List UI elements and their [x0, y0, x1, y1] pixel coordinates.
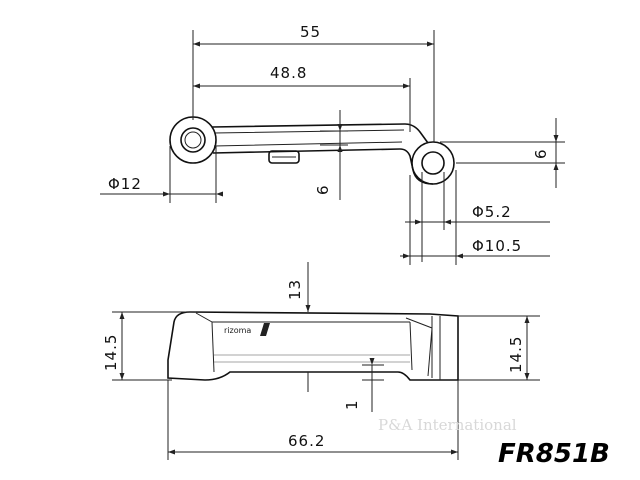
side-body	[167, 311, 459, 381]
arrow	[553, 163, 559, 170]
arrow	[456, 253, 463, 259]
dim-label-13: 13	[286, 279, 304, 300]
side-view: rizoma 14.5 14.5 13 1 66.2	[102, 262, 540, 460]
right-eye-outer	[411, 141, 455, 185]
arrow	[337, 124, 343, 131]
arrow	[163, 191, 170, 197]
dim-label-phi10-5: Φ10.5	[472, 237, 522, 255]
dim-label-right-offset: 6	[532, 148, 550, 159]
part-number: FR851B	[498, 439, 610, 469]
right-eye-hole	[421, 151, 445, 175]
dim-label-phi12: Φ12	[108, 175, 142, 193]
logo-text: rizoma	[224, 326, 251, 335]
dim-label-66-2: 66.2	[288, 432, 325, 450]
arrow	[216, 191, 223, 197]
dim-label-48-8: 48.8	[270, 64, 307, 82]
arm-edge	[213, 129, 405, 147]
top-view: 55 48.8 Φ12 6 6 Φ5.2	[100, 23, 565, 265]
arrow	[337, 145, 343, 152]
left-eye-hole	[180, 127, 206, 153]
arrow	[444, 219, 451, 225]
dim-label-phi5-2: Φ5.2	[472, 203, 512, 221]
left-eye-outer	[169, 116, 217, 164]
dim-label-14-5-left: 14.5	[102, 334, 120, 371]
arrow	[369, 358, 375, 365]
side-body-edges	[195, 312, 433, 377]
dim-label-14-5-right: 14.5	[507, 336, 525, 373]
dim-label-55: 55	[300, 23, 321, 41]
arrow	[415, 219, 422, 225]
arrow	[553, 135, 559, 142]
logo-mark	[260, 323, 270, 336]
hidden-lines	[214, 354, 410, 363]
left-eye-inner	[184, 131, 202, 149]
arm-boss	[268, 150, 300, 164]
watermark: P&A International	[378, 416, 517, 434]
dim-label-1: 1	[343, 399, 361, 410]
rizoma-logo: rizoma	[224, 323, 270, 336]
side-body-edges	[431, 316, 441, 380]
arm-body	[211, 123, 434, 185]
arrow	[403, 253, 410, 259]
dim-label-arm-offset: 6	[314, 184, 332, 195]
